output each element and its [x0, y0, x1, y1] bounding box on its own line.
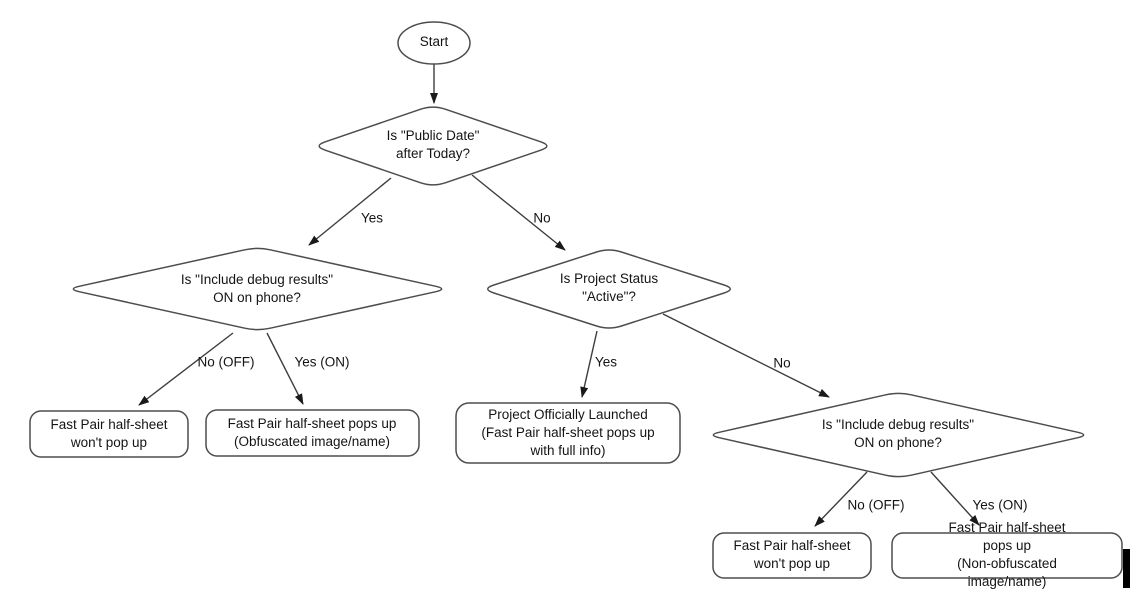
result-no-popup-left-shape [29, 410, 189, 458]
decision-debug-left-label: Is "Include debug results" ON on phone? [180, 272, 334, 305]
result-non-obfuscated-label: Fast Pair half-sheet pops up (Non-obfusc… [948, 520, 1066, 589]
result-no-popup-left-label: Fast Pair half-sheet won't pop up [50, 417, 168, 450]
edge-status-no [662, 313, 830, 398]
decision-debug-right-label: Is "Include debug results" ON on phone? [821, 417, 975, 450]
result-non-obfuscated-shape [891, 532, 1123, 579]
edge-debug-right-yes [930, 471, 980, 526]
edge-label-debug-left-no: No (OFF) [197, 354, 255, 370]
decision-project-status-label: Is Project Status "Active"? [559, 271, 659, 304]
decision-debug-right-shape [712, 392, 1085, 478]
decision-public-date-label: Is "Public Date" after Today? [386, 128, 480, 161]
edge-label-status-yes: Yes [594, 354, 618, 370]
start-node-shape [397, 21, 471, 65]
edge-public-date-no [471, 174, 566, 251]
result-obfuscated-shape [205, 409, 420, 457]
result-no-popup-right-label: Fast Pair half-sheet won't pop up [733, 538, 851, 571]
edge-label-public-date-no: No [533, 210, 551, 226]
edge-public-date-yes [308, 177, 392, 246]
result-obfuscated-label: Fast Pair half-sheet pops up (Obfuscated… [227, 416, 397, 449]
edge-label-status-no: No [773, 355, 791, 371]
result-no-popup-right-shape [712, 532, 872, 579]
decision-debug-left-shape [72, 247, 443, 331]
edge-status-yes [580, 330, 598, 398]
edge-debug-left-yes [266, 332, 304, 405]
decision-public-date-shape [318, 106, 548, 186]
start-node-label: Start [419, 34, 449, 49]
edge-label-debug-left-yes: Yes (ON) [294, 354, 350, 370]
edge-debug-left-no [138, 332, 234, 406]
result-launched-shape [455, 402, 681, 464]
edge-label-debug-right-no: No (OFF) [847, 497, 905, 513]
result-launched-label: Project Officially Launched (Fast Pair h… [481, 407, 655, 458]
edge-debug-right-no [814, 471, 868, 527]
edge-label-debug-right-yes: Yes (ON) [972, 497, 1028, 513]
text-cursor-bar [1123, 549, 1130, 588]
decision-project-status-shape [486, 249, 732, 329]
edge-label-public-date-yes: Yes [360, 210, 384, 226]
